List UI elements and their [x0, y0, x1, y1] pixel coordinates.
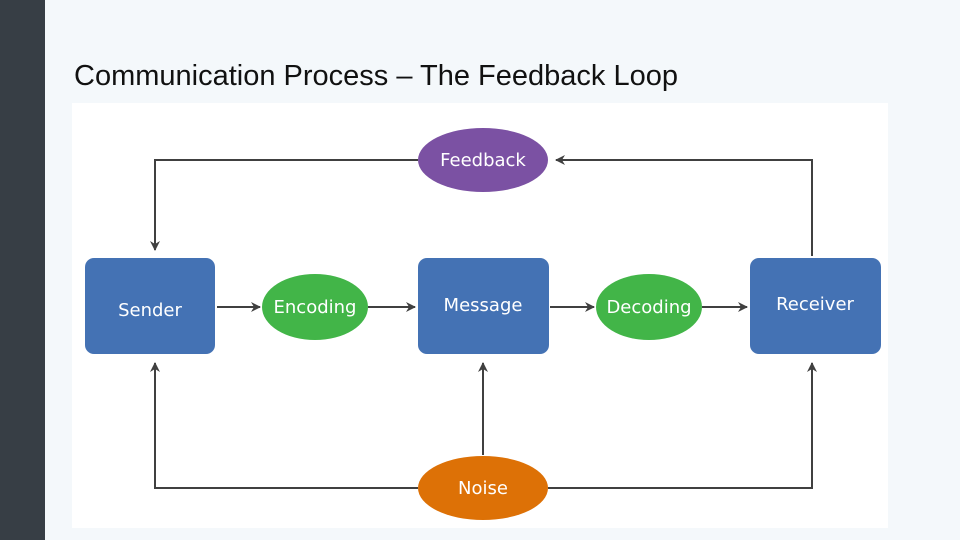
- connectors: [150, 155, 817, 489]
- slide-title: Communication Process – The Feedback Loo…: [74, 60, 678, 92]
- arrow-noise-to-receiver: [548, 362, 817, 489]
- arrow-noise-to-sender: [150, 362, 418, 489]
- node-message: Message: [418, 258, 549, 354]
- node-noise-label: Noise: [458, 478, 508, 499]
- node-sender: Sender: [85, 258, 215, 354]
- node-encoding: Encoding: [262, 274, 368, 340]
- node-receiver: Receiver: [750, 258, 881, 354]
- arrow-receiver-to-feedback: [555, 155, 813, 256]
- node-noise: Noise: [418, 456, 548, 520]
- node-decoding-label: Decoding: [606, 297, 691, 318]
- diagram-canvas: Sender Encoding Message Decoding Receive…: [85, 128, 881, 520]
- node-feedback-label: Feedback: [440, 150, 526, 171]
- node-encoding-label: Encoding: [274, 297, 357, 318]
- node-message-label: Message: [444, 295, 523, 316]
- node-sender-label: Sender: [118, 300, 182, 321]
- arrow-feedback-to-sender: [150, 159, 418, 251]
- node-receiver-label: Receiver: [776, 294, 854, 315]
- node-decoding: Decoding: [596, 274, 702, 340]
- node-feedback: Feedback: [418, 128, 548, 192]
- communication-diagram: Sender Encoding Message Decoding Receive…: [72, 103, 888, 528]
- slide-side-bar: [0, 0, 45, 540]
